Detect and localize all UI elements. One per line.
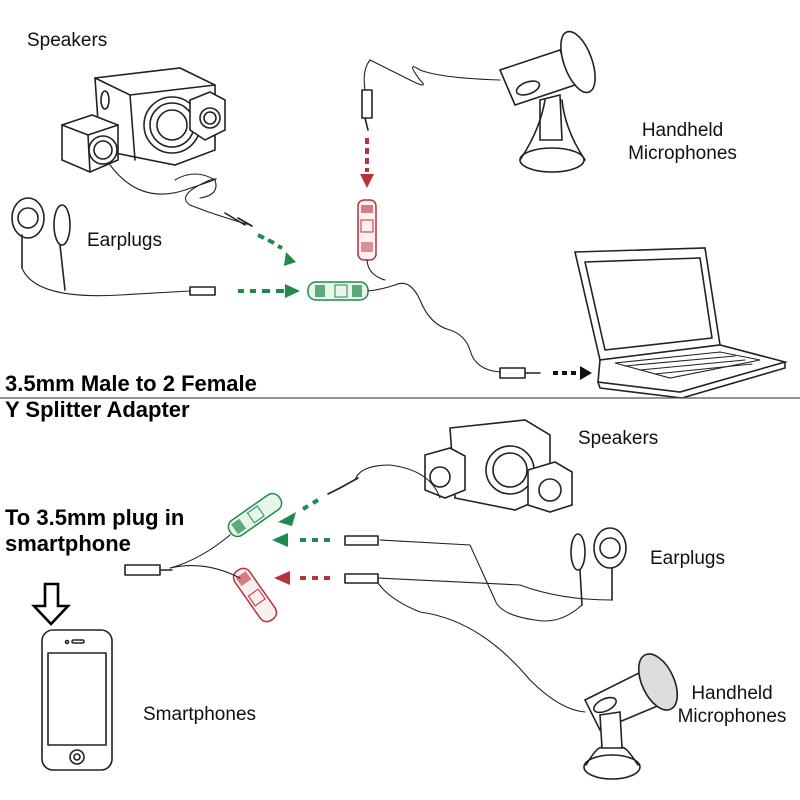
- splitter-green-top: [307, 281, 501, 373]
- label-microphones-top: Handheld Microphones: [620, 120, 745, 166]
- label-speakers-bottom: Speakers: [578, 428, 659, 449]
- label-microphones-bottom-line2: Microphones: [677, 705, 787, 727]
- speaker-plug-top: [224, 212, 296, 266]
- label-microphones-bottom: Handheld Microphones: [668, 683, 796, 729]
- label-speakers-top: Speakers: [27, 30, 108, 51]
- label-smartphones: Smartphones: [143, 704, 257, 725]
- label-earplugs-top: Earplugs: [87, 230, 162, 251]
- title-line1: 3.5mm Male to 2 Female: [5, 371, 257, 396]
- instruction-line1: To 3.5mm plug in: [5, 505, 185, 530]
- speakers-illustration-bottom: [278, 419, 573, 526]
- earplug-illustration-top: [11, 197, 300, 298]
- speakers-illustration-top: [61, 67, 251, 226]
- microphone-illustration-bottom: [377, 582, 679, 780]
- title-line2: Y Splitter Adapter: [5, 397, 190, 422]
- splitter-red-top: [357, 199, 386, 281]
- splitter-bottom: [124, 492, 283, 623]
- instruction-line2: smartphone: [5, 531, 131, 556]
- label-earplugs-bottom: Earplugs: [650, 548, 725, 569]
- down-arrow: [30, 582, 72, 626]
- laptop-plug-top: [499, 366, 592, 380]
- label-microphones-top-line2: Microphones: [628, 142, 737, 164]
- earplug-illustration-bottom: [272, 527, 627, 622]
- smartphone-illustration: [41, 629, 113, 771]
- label-microphones-bottom-line1: Handheld: [691, 683, 773, 704]
- laptop-illustration: [574, 247, 789, 399]
- microphone-illustration-top: [360, 30, 596, 188]
- label-microphones-top-line1: Handheld: [641, 120, 724, 141]
